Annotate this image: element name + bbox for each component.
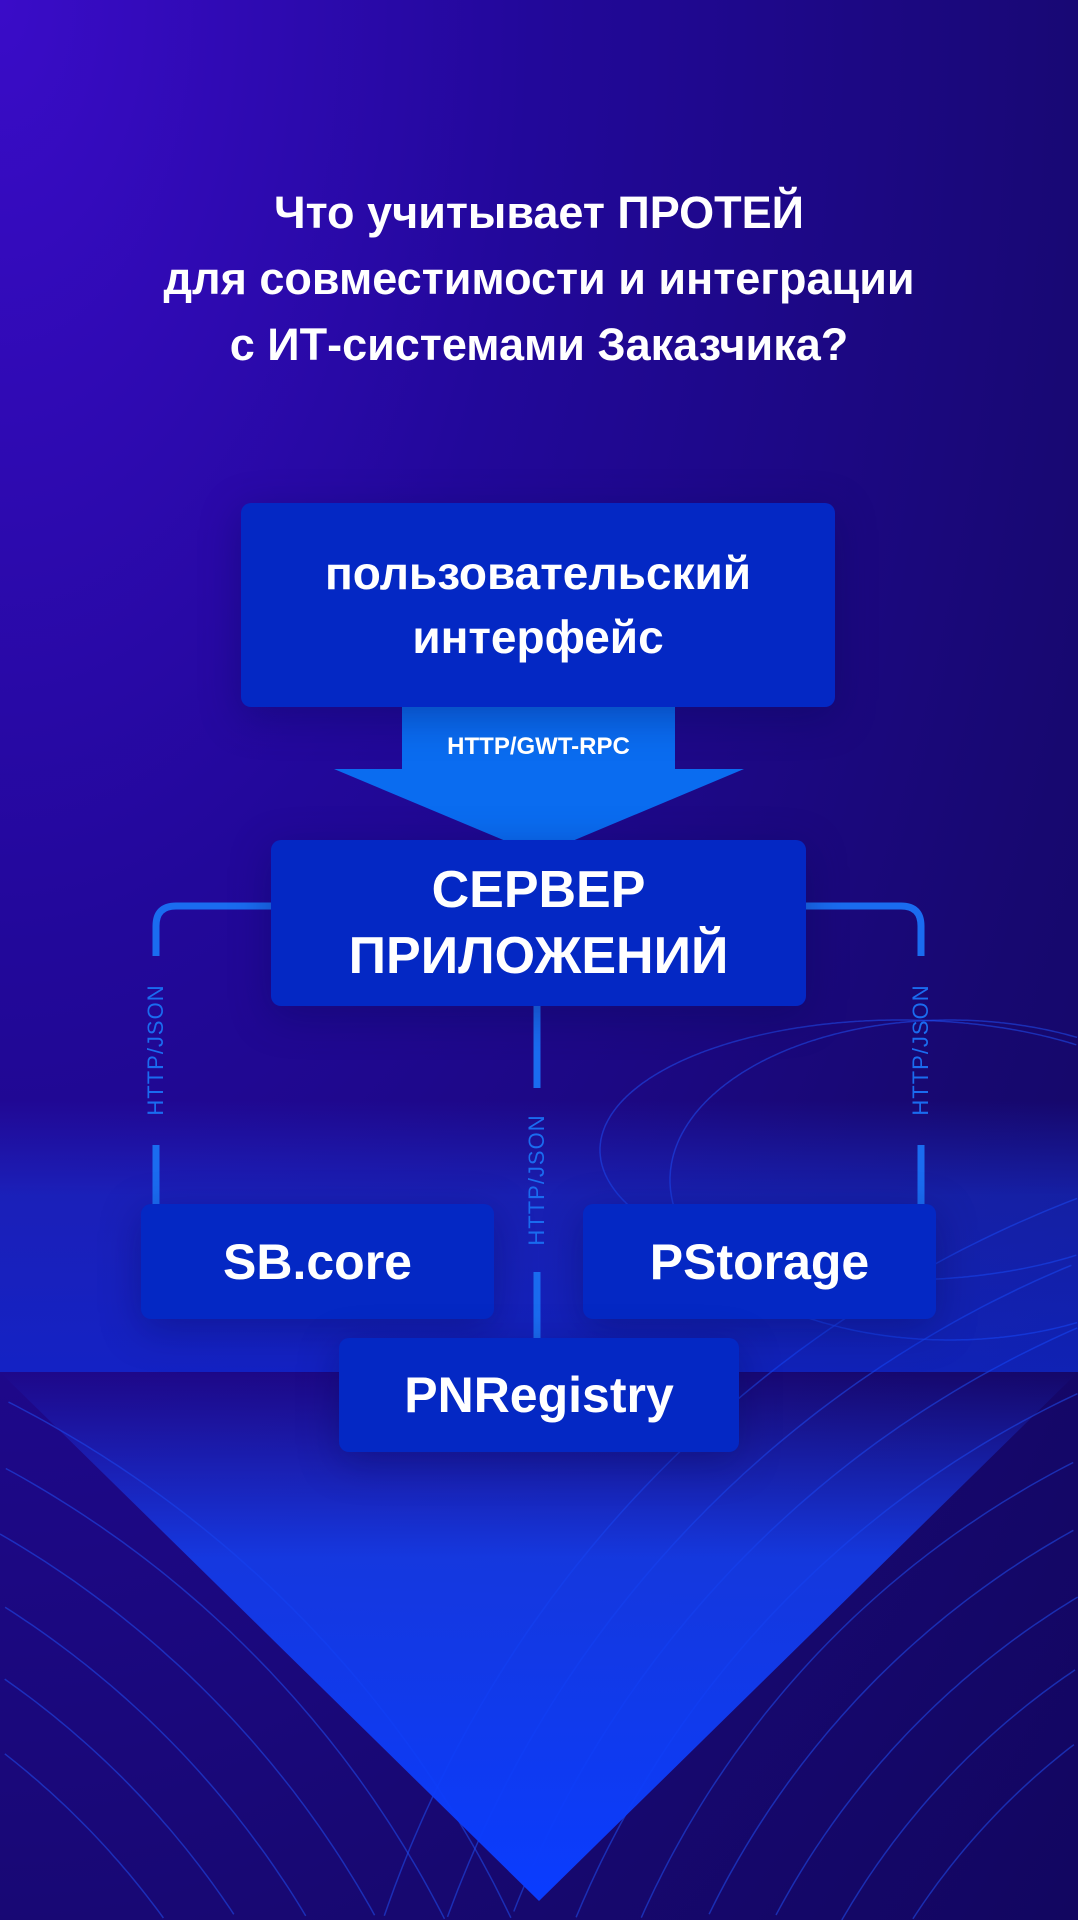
title-line-2: для совместимости и интеграции xyxy=(163,253,915,304)
decorative-arc xyxy=(912,1744,1075,1920)
right-link-label: HTTP/JSON xyxy=(908,984,933,1116)
page-title: Что учитывает ПРОТЕЙ для совместимости и… xyxy=(0,180,1078,378)
pstorage-box: PStorage xyxy=(583,1204,936,1319)
title-line-1: Что учитывает ПРОТЕЙ xyxy=(273,187,805,238)
sbcore-label: SB.core xyxy=(223,1233,412,1290)
decorative-arc xyxy=(4,1606,307,1917)
arrow-label: HTTP/GWT-RPC xyxy=(447,733,630,760)
center-link-label: HTTP/JSON xyxy=(524,1114,549,1246)
decorative-arc xyxy=(708,1529,1074,1915)
funnel-triangle xyxy=(0,1372,1078,1901)
decorative-arc xyxy=(0,1533,376,1916)
pnregistry-box: PNRegistry xyxy=(339,1338,739,1452)
title-line-3: с ИТ-системами Заказчика? xyxy=(229,319,849,370)
user-interface-box: пользовательский интерфейс xyxy=(241,503,835,707)
sbcore-box: SB.core xyxy=(141,1204,494,1319)
pstorage-label: PStorage xyxy=(649,1233,870,1290)
decorative-arc xyxy=(4,1753,165,1919)
server-box-line-1: СЕРВЕР xyxy=(431,861,646,919)
connectors xyxy=(152,902,925,1338)
server-box-line-2: ПРИЛОЖЕНИЙ xyxy=(348,927,729,985)
decorative-arc xyxy=(841,1669,1076,1920)
ui-box-line-1: пользовательский xyxy=(324,547,752,599)
ui-box-line-2: интерфейс xyxy=(412,611,664,663)
application-server-box: СЕРВЕР ПРИЛОЖЕНИЙ xyxy=(271,840,806,1006)
decorative-arc xyxy=(5,1467,446,1920)
decorative-arc xyxy=(4,1678,235,1915)
left-link-label: HTTP/JSON xyxy=(143,984,168,1116)
down-arrow xyxy=(334,707,744,855)
decorative-arc xyxy=(775,1596,1078,1916)
decorative-arc xyxy=(640,1461,1074,1919)
pnregistry-label: PNRegistry xyxy=(404,1367,674,1423)
